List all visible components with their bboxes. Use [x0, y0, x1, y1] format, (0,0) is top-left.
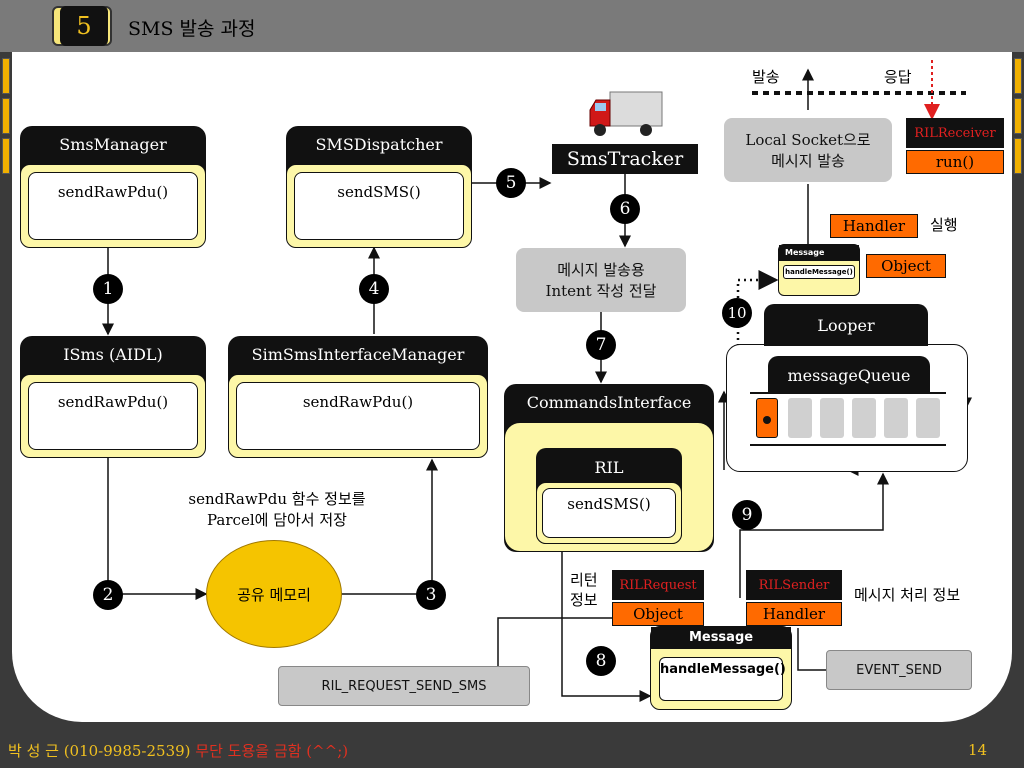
footer-author-text: 박 성 근 (010-9985-2539) [8, 742, 196, 760]
local-socket-line2: 메시지 발송 [771, 152, 845, 170]
handler-box: Handler [830, 214, 918, 238]
slide-title: SMS 발송 과정 [128, 18, 256, 40]
sms-manager-title: SmsManager [59, 135, 167, 154]
object-box: Object [866, 254, 946, 278]
queue-slot [820, 398, 844, 438]
header-bar [0, 0, 1024, 52]
local-socket-note: Local Socket으로 메시지 발송 [724, 118, 892, 182]
parcel-note: sendRawPdu 함수 정보를 Parcel에 담아서 저장 [172, 488, 382, 530]
ril-method: sendSMS() [542, 488, 676, 538]
slide-number: 5 [60, 6, 108, 46]
queue-slot [916, 398, 940, 438]
side-tab-right-1 [1014, 58, 1022, 94]
queue-slot [788, 398, 812, 438]
shared-memory: 공유 메모리 [206, 540, 342, 648]
message-small-title: Message [779, 245, 859, 261]
message-big: Message handleMessage() [650, 626, 792, 710]
ril-sender-field: Handler [746, 602, 842, 626]
ril-receiver-method: run() [906, 150, 1004, 174]
side-tab-left-2 [2, 98, 10, 134]
execute-label: 실행 [930, 216, 958, 234]
local-socket-line1: Local Socket으로 [745, 131, 871, 149]
event-send: EVENT_SEND [826, 650, 972, 690]
isms-title: ISms (AIDL) [63, 345, 163, 364]
sms-tracker: SmsTracker [552, 144, 698, 174]
queue-top-rail [750, 392, 946, 394]
truck-icon [589, 91, 663, 136]
message-big-title: Message [651, 627, 791, 649]
footer-warning: 무단 도용을 금함 (^^;) [195, 742, 349, 760]
sms-manager-method: sendRawPdu() [28, 172, 198, 240]
message-small: Message handleMessage() [778, 244, 860, 296]
message-queue-title: messageQueue [768, 356, 930, 394]
step-9: 9 [732, 500, 762, 530]
send-label: 발송 [752, 68, 780, 86]
step-7: 7 [586, 330, 616, 360]
ril-request-field: Object [612, 602, 704, 626]
looper-title: Looper [764, 304, 928, 346]
parcel-note-line1: sendRawPdu 함수 정보를 [188, 490, 366, 508]
step-3: 3 [416, 580, 446, 610]
sms-dispatcher-method: sendSMS() [294, 172, 464, 240]
sms-dispatcher-title: SMSDispatcher [315, 135, 443, 154]
side-tab-right-2 [1014, 98, 1022, 134]
return-info-line2: 정보 [570, 591, 598, 609]
queue-slot-active [756, 398, 778, 438]
sim-sms-title: SimSmsInterfaceManager [251, 345, 465, 364]
ril-title: RIL [594, 458, 624, 477]
step-1: 1 [93, 274, 123, 304]
return-info-label: 리턴 정보 [570, 570, 598, 610]
page-number: 14 [968, 741, 988, 759]
message-big-method: handleMessage() [659, 657, 786, 701]
step-4: 4 [359, 274, 389, 304]
intent-note-line2: Intent 작성 전달 [545, 282, 657, 300]
commands-interface-title: CommandsInterface [526, 393, 692, 412]
isms-component: ISms (AIDL) sendRawPdu() [20, 336, 206, 458]
sms-dispatcher-component: SMSDispatcher sendSMS() [286, 126, 472, 248]
ril-request-send-sms: RIL_REQUEST_SEND_SMS [278, 666, 530, 706]
isms-method: sendRawPdu() [28, 382, 198, 450]
sim-sms-method: sendRawPdu() [236, 382, 480, 450]
sms-manager-component: SmsManager sendRawPdu() [20, 126, 206, 248]
intent-note: 메시지 발송용 Intent 작성 전달 [516, 248, 686, 312]
ril-component: RIL sendSMS() [536, 448, 682, 544]
return-info-line1: 리턴 [570, 571, 598, 589]
step-6: 6 [610, 194, 640, 224]
queue-bottom-rail [750, 444, 946, 446]
step-10: 10 [722, 298, 752, 328]
step-8: 8 [586, 646, 616, 676]
footer-author: 박 성 근 (010-9985-2539) 무단 도용을 금함 (^^;) [8, 740, 348, 761]
sim-sms-component: SimSmsInterfaceManager sendRawPdu() [228, 336, 488, 458]
message-info-label: 메시지 처리 정보 [854, 586, 961, 604]
step-5: 5 [496, 168, 526, 198]
queue-slot [884, 398, 908, 438]
response-label: 응답 [884, 68, 912, 86]
queue-slot-dot [763, 416, 771, 424]
ril-sender-title: RILSender [746, 570, 842, 600]
ril-request-title: RILRequest [612, 570, 704, 600]
side-tab-right-3 [1014, 138, 1022, 174]
side-tab-left-3 [2, 138, 10, 174]
message-small-method: handleMessage() [783, 265, 855, 279]
ril-receiver-title: RILReceiver [906, 118, 1004, 148]
queue-slot [852, 398, 876, 438]
side-tab-left-1 [2, 58, 10, 94]
step-2: 2 [93, 580, 123, 610]
parcel-note-line2: Parcel에 담아서 저장 [207, 511, 347, 529]
intent-note-line1: 메시지 발송용 [557, 261, 645, 279]
